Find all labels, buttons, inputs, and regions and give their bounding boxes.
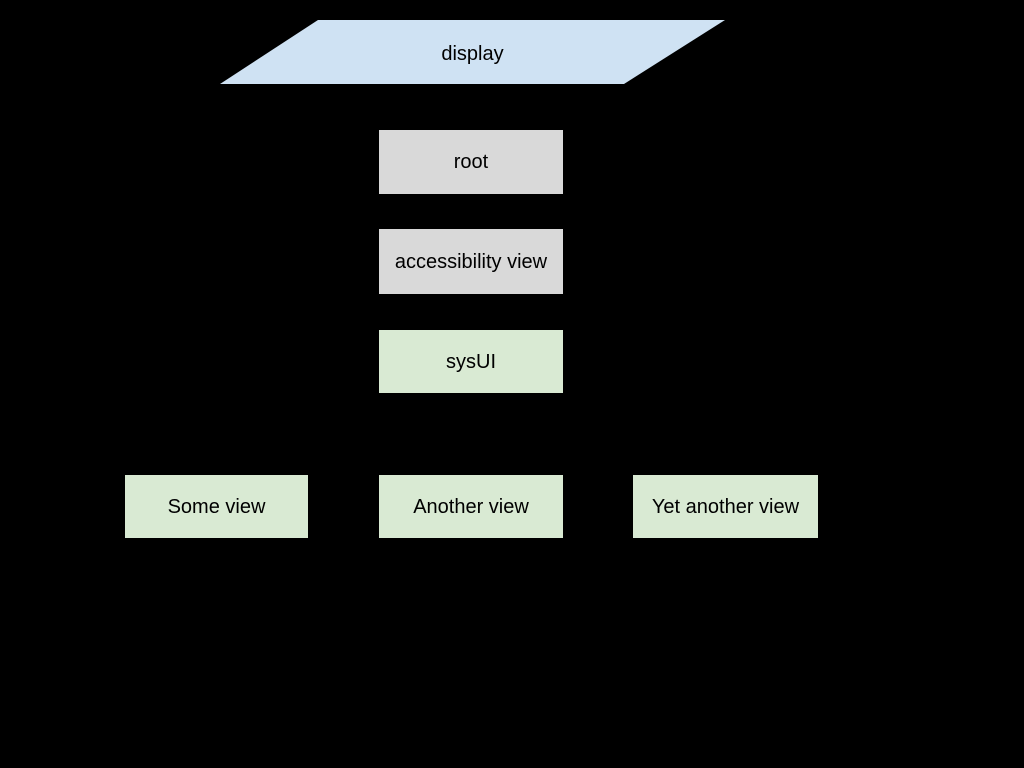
node-some-view: Some view [125,475,308,538]
node-display: display [220,20,725,84]
node-another-view: Another view [379,475,563,538]
node-accessibility-view: accessibility view [379,229,563,294]
node-root: root [379,130,563,194]
node-yet-another-view: Yet another view [633,475,818,538]
node-sysui: sysUI [379,330,563,393]
